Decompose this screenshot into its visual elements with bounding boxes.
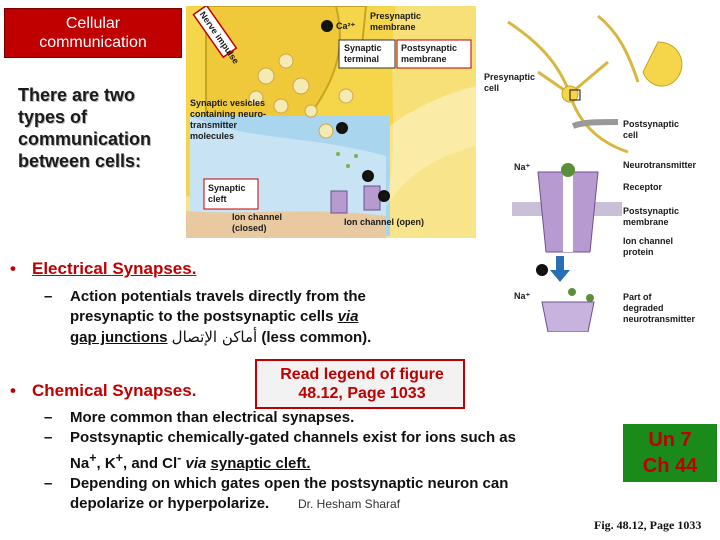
presynaptic-cell-label-1: Presynaptic bbox=[484, 72, 535, 82]
intro-text: There are two types of communication bet… bbox=[18, 85, 152, 171]
sodium-label-2: Na⁺ bbox=[514, 291, 531, 301]
synaptic-terminal-label-1: Synaptic bbox=[344, 43, 382, 53]
synaptic-terminal-label-2: terminal bbox=[344, 54, 379, 64]
vesicles-label-1: Synaptic vesicles bbox=[190, 98, 265, 108]
chapter-label: Ch 44 bbox=[642, 455, 698, 477]
neurotransmitter-label: Neurotransmitter bbox=[623, 160, 697, 170]
electrical-line-1: Action potentials travels directly from … bbox=[70, 288, 366, 305]
step-5-number: 5 bbox=[540, 266, 545, 275]
chemical-subpoint-2: –Postsynaptic chemically-gated channels … bbox=[44, 429, 516, 472]
ion-channel-closed-label-2: (closed) bbox=[232, 223, 267, 233]
figure-caption: Fig. 48.12, Page 1033 bbox=[594, 518, 702, 532]
sodium-label-1: Na⁺ bbox=[514, 162, 531, 172]
author-credit: Dr. Hesham Sharaf bbox=[298, 497, 401, 511]
synapse-figure: Nerve impulse 1 Ca²⁺ Presynaptic membran… bbox=[186, 6, 476, 238]
electrical-subpoint: –Action potentials travels directly from… bbox=[44, 288, 372, 346]
step-1-number: 1 bbox=[325, 22, 330, 31]
vesicles-label-3: transmitter bbox=[190, 120, 238, 130]
postsynaptic-membrane-label-1: Postsynaptic bbox=[401, 43, 457, 53]
degraded-label-1: Part of bbox=[623, 292, 653, 302]
chemical-subpoints: –More common than electrical synapses. –… bbox=[44, 408, 634, 514]
arabic-gap-junctions: أماكن الإتصال bbox=[171, 328, 258, 346]
slide-title: Cellular communication bbox=[4, 8, 182, 58]
step-1-marker bbox=[321, 20, 333, 32]
postsynaptic-membrane-label-r1: Postsynaptic bbox=[623, 206, 679, 216]
chemical-synapses-label: Chemical Synapses. bbox=[32, 381, 197, 400]
bullet-electrical: • Electrical Synapses. bbox=[10, 259, 196, 279]
electrical-synapses-label: Electrical Synapses. bbox=[32, 259, 197, 278]
vesicles-label-4: molecules bbox=[190, 131, 234, 141]
presynaptic-membrane-label-2: membrane bbox=[370, 22, 416, 32]
postsynaptic-membrane-label-2: membrane bbox=[401, 54, 447, 64]
legend-note-line-1: Read legend of figure bbox=[280, 366, 444, 383]
postsynaptic-cell-label-1: Postsynaptic bbox=[623, 119, 679, 129]
ion-channel-protein-label-2: protein bbox=[623, 247, 654, 257]
calcium-label: Ca²⁺ bbox=[336, 21, 356, 31]
bullet-dot: • bbox=[10, 381, 16, 400]
electrical-line-3c: (less common). bbox=[257, 329, 372, 346]
chemical-subpoint-3: –Depending on which gates open the posts… bbox=[44, 475, 509, 512]
step-4-number: 4 bbox=[382, 192, 387, 201]
step-3-number: 3 bbox=[366, 172, 371, 181]
unit-label: Un 7 bbox=[648, 429, 692, 451]
chemical-subpoint-1: –More common than electrical synapses. bbox=[44, 409, 355, 426]
electrical-line-2b: via bbox=[337, 308, 359, 325]
bullet-chemical: • Chemical Synapses. bbox=[10, 381, 196, 401]
ion-channel-protein-label-1: Ion channel bbox=[623, 236, 673, 246]
degraded-label-3: neurotransmitter bbox=[623, 314, 696, 324]
presynaptic-cell-label-2: cell bbox=[484, 83, 499, 93]
unit-chapter-box: Un 7 Ch 44 bbox=[623, 424, 717, 482]
gap-junctions-link: gap junctions bbox=[70, 329, 168, 346]
receptor-figure: Presynaptic cell Postsynaptic cell Na⁺ N… bbox=[484, 14, 697, 332]
legend-note-box: Read legend of figure 48.12, Page 1033 bbox=[255, 359, 465, 409]
title-line-1: Cellular bbox=[65, 15, 121, 32]
degraded-label-2: degraded bbox=[623, 303, 664, 313]
receptor-label: Receptor bbox=[623, 182, 663, 192]
electrical-line-2a: presynaptic to the postsynaptic cells bbox=[70, 308, 338, 325]
ion-channel-closed-label-1: Ion channel bbox=[232, 212, 282, 222]
presynaptic-membrane-label-1: Presynaptic bbox=[370, 11, 421, 21]
synaptic-cleft-label-2: cleft bbox=[208, 194, 227, 204]
vesicles-label-2: containing neuro- bbox=[190, 109, 266, 119]
synaptic-cleft-link: synaptic cleft. bbox=[210, 455, 311, 472]
synaptic-cleft-label-1: Synaptic bbox=[208, 183, 246, 193]
ion-channel-open-label: Ion channel (open) bbox=[344, 217, 424, 227]
title-line-2: communication bbox=[39, 34, 147, 51]
legend-note-line-2: 48.12, Page 1033 bbox=[298, 385, 426, 402]
step-2-number: 2 bbox=[340, 124, 345, 133]
bullet-dot: • bbox=[10, 259, 16, 278]
postsynaptic-cell-label-2: cell bbox=[623, 130, 638, 140]
postsynaptic-membrane-label-r2: membrane bbox=[623, 217, 669, 227]
